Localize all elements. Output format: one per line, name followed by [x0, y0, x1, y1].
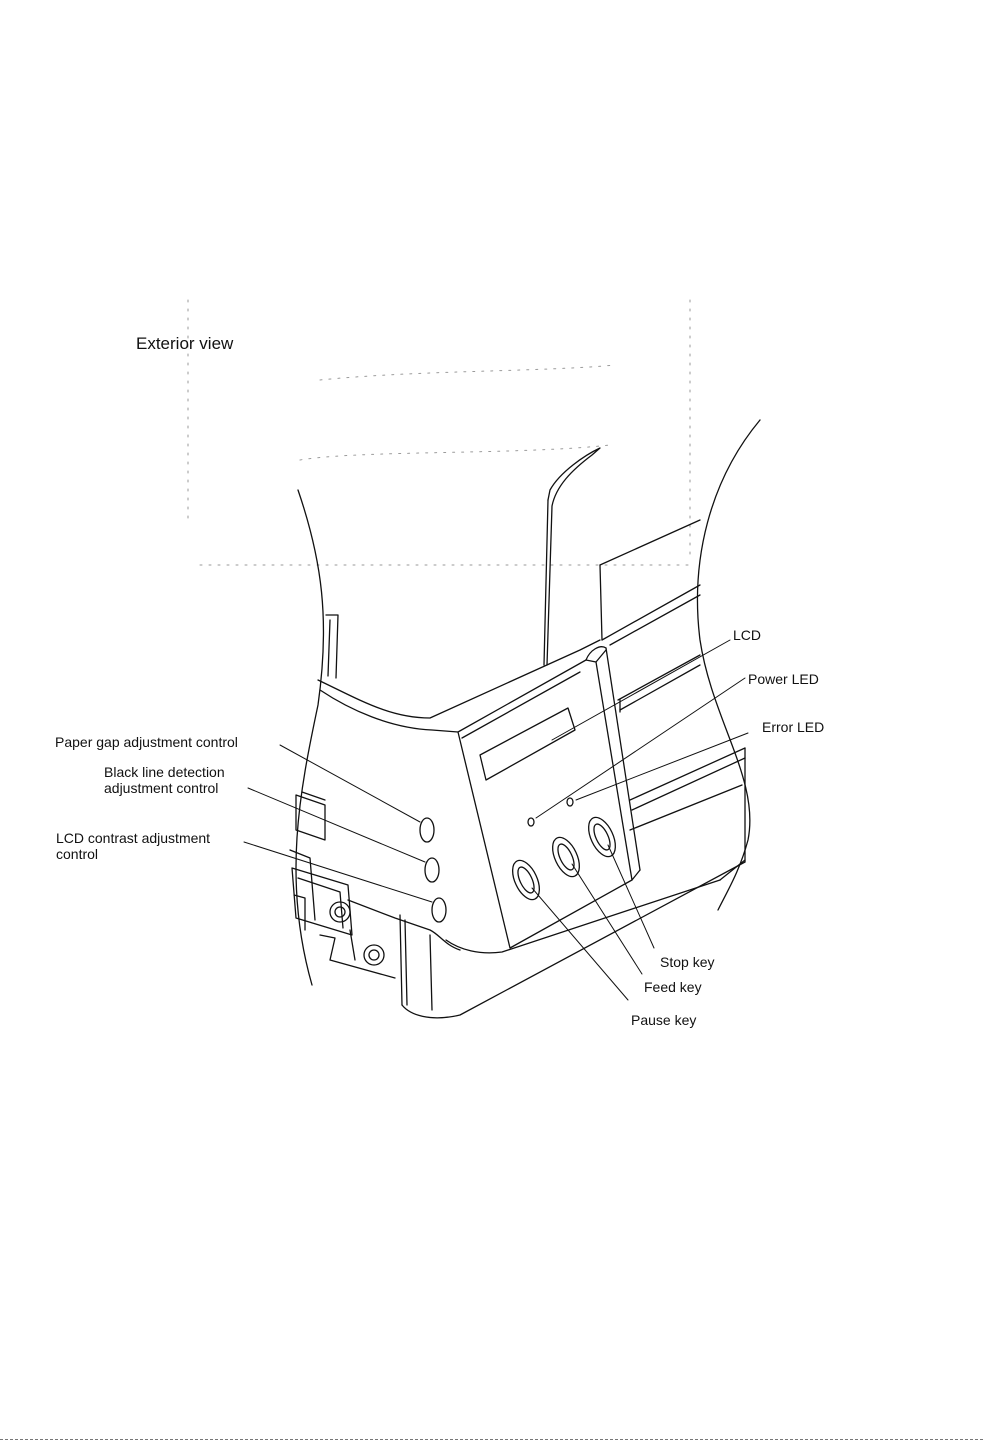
- screw-1: [330, 902, 350, 922]
- label-black-line-1: Black line detection: [104, 764, 225, 781]
- leader-pause-key: [532, 888, 628, 1000]
- label-error-led: Error LED: [762, 719, 824, 736]
- label-power-led: Power LED: [748, 671, 819, 688]
- feed-key-shape: [547, 833, 585, 880]
- power-led-dot: [528, 818, 534, 826]
- label-black-line-2: adjustment control: [104, 780, 218, 797]
- rear-body: [600, 520, 700, 565]
- paper-roll-outline: [188, 300, 690, 565]
- cutaway-right-curve: [698, 420, 761, 910]
- screw-2: [364, 945, 384, 965]
- control-panel: [458, 660, 632, 948]
- label-feed-key: Feed key: [644, 979, 702, 996]
- black-line-knob: [425, 858, 439, 882]
- lcd-window: [480, 708, 575, 780]
- stop-key-shape: [583, 813, 621, 860]
- lcd-contrast-knob: [432, 898, 446, 922]
- figure-title: Exterior view: [136, 334, 233, 354]
- leader-lcd-contrast: [244, 842, 432, 902]
- label-lcd-contrast-2: control: [56, 846, 98, 863]
- leader-lcd: [552, 640, 730, 740]
- label-lcd-contrast-1: LCD contrast adjustment: [56, 830, 210, 847]
- paper-guide: [547, 448, 600, 665]
- label-paper-gap: Paper gap adjustment control: [55, 734, 238, 751]
- bottom-rule: [0, 1439, 983, 1440]
- label-pause-key: Pause key: [631, 1012, 696, 1029]
- error-led-dot: [567, 798, 573, 806]
- paper-gap-knob: [420, 818, 434, 842]
- stop-key-inner: [591, 822, 614, 852]
- body-top-edge: [318, 640, 600, 718]
- label-lcd: LCD: [733, 627, 761, 644]
- body-front-bottom: [446, 880, 720, 953]
- leader-error-led: [576, 733, 748, 800]
- leader-black-line: [248, 788, 425, 862]
- cutaway-left-curve: [296, 490, 324, 985]
- label-stop-key: Stop key: [660, 954, 714, 971]
